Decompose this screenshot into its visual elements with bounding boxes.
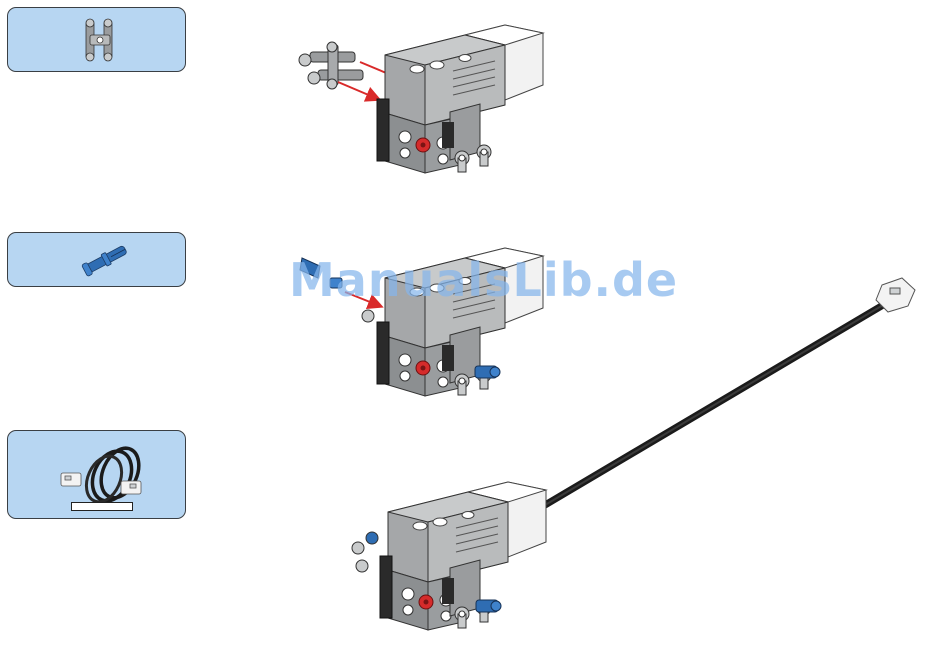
blue-pin-installed bbox=[476, 600, 501, 612]
insert-arrow bbox=[345, 292, 380, 306]
axle-pin-incoming bbox=[300, 258, 342, 288]
step-1-assembly bbox=[299, 25, 543, 173]
cross-block-incoming bbox=[299, 42, 363, 89]
side-cross-block-left bbox=[352, 532, 378, 572]
insert-arrow bbox=[338, 82, 378, 99]
side-pin bbox=[362, 310, 374, 322]
step-2-assembly bbox=[300, 248, 543, 396]
blue-pin-installed bbox=[475, 366, 500, 378]
